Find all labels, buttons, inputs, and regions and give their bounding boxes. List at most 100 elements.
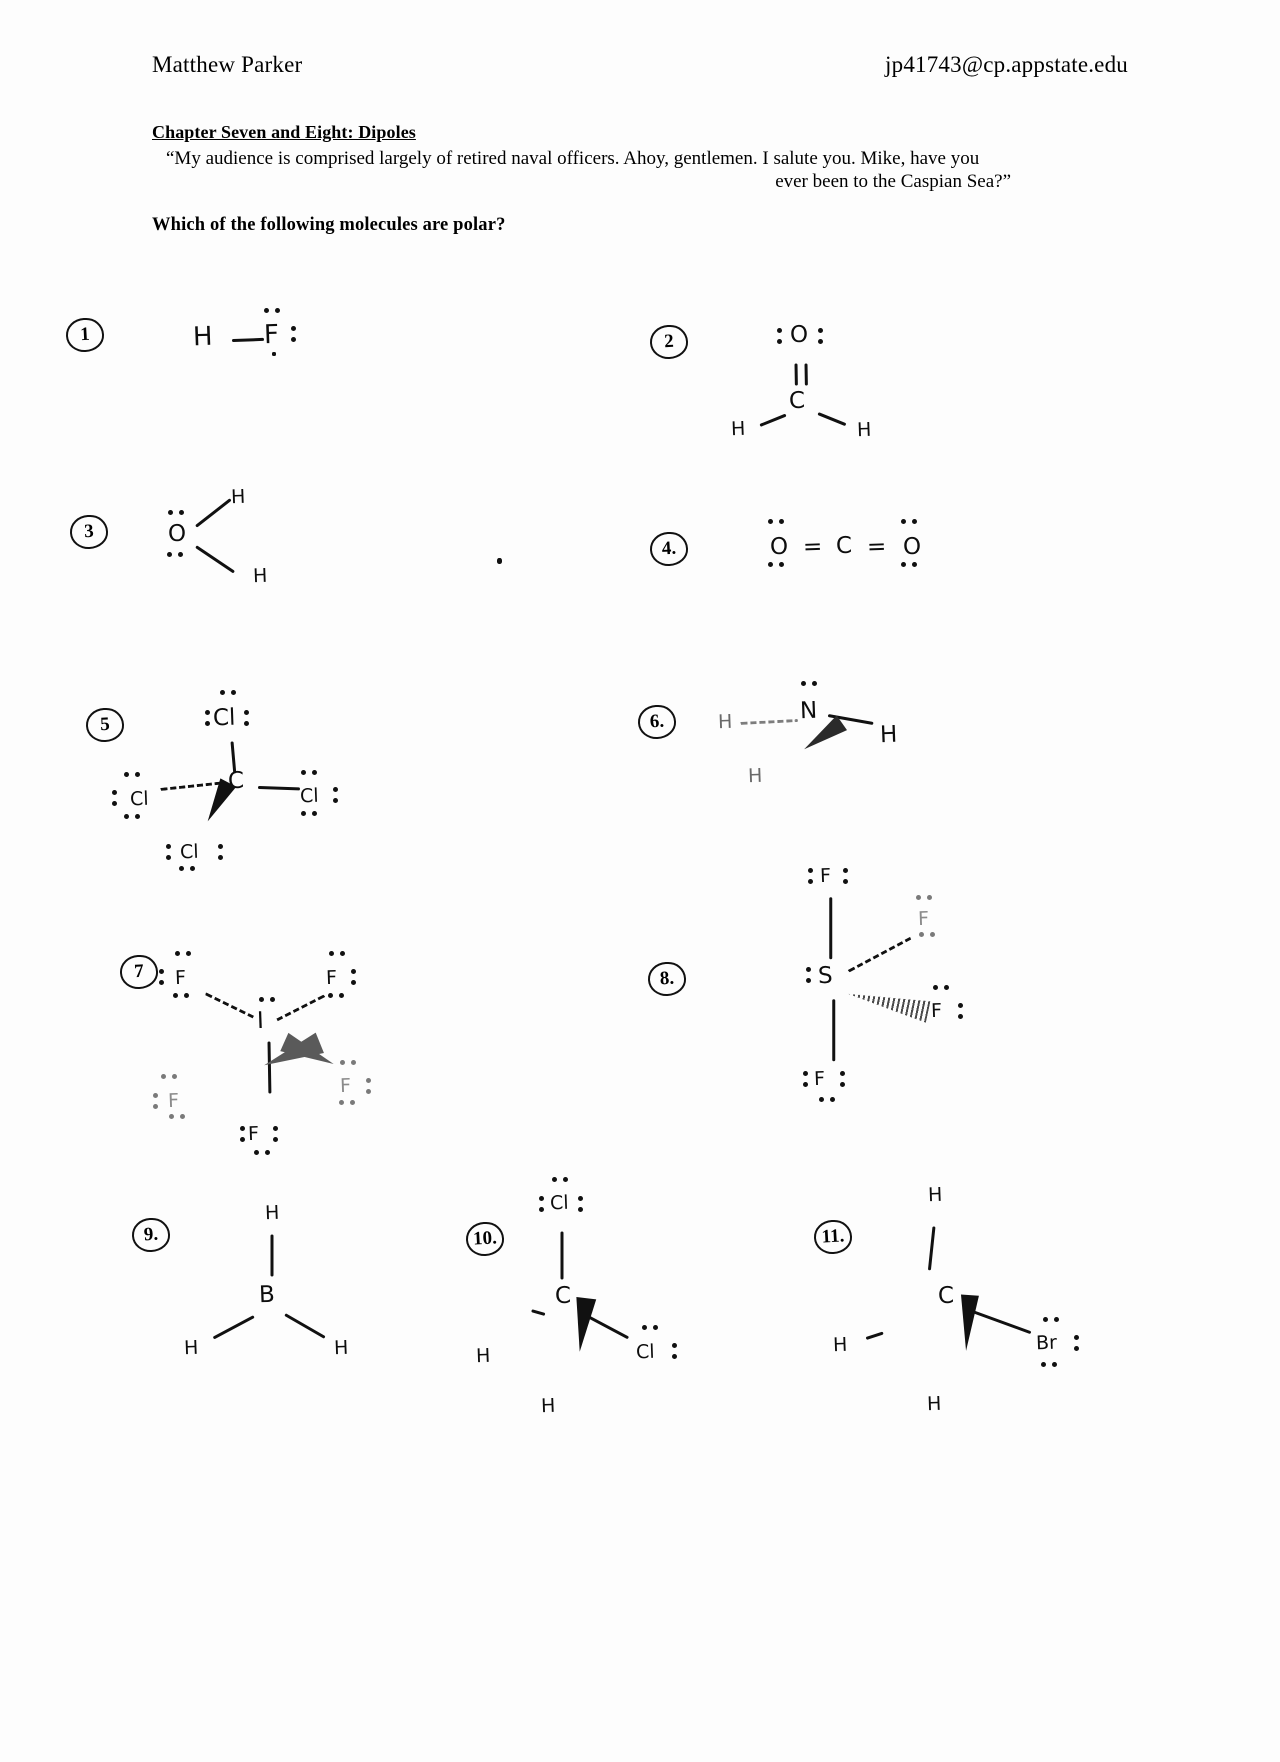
bond-b-h-top-9	[270, 1234, 274, 1277]
lone-pair-o-right-2	[818, 327, 825, 349]
lone-pair-f-ul-bottom-7	[172, 993, 194, 1000]
lone-pair-o-bottom-3	[166, 552, 188, 559]
atom-h-left-10: H	[475, 1344, 491, 1368]
bond-double-right-4: =	[866, 533, 887, 561]
bond-c-h-left-10	[531, 1309, 546, 1316]
lone-pair-f-right-right-8	[958, 1002, 965, 1024]
lone-pair-cl-left-left-5	[112, 789, 119, 811]
bond-i-f-upper-left-7	[204, 992, 256, 1019]
atom-f-bottom-7: F	[247, 1122, 260, 1146]
atom-c-2: C	[788, 387, 806, 415]
atom-h-lower-3: H	[252, 564, 268, 588]
atom-h-right-9: H	[333, 1336, 349, 1360]
atom-o-right-4: O	[902, 533, 922, 561]
problem-number-9: 9.	[131, 1217, 171, 1253]
lone-pair-o-left-top-4	[767, 519, 789, 526]
lone-pair-f-bot-left-8	[803, 1070, 810, 1092]
problem-number-11: 11.	[813, 1219, 853, 1255]
lone-pair-cl-right-right-5	[333, 786, 340, 808]
lone-pair-f-ul-left-7	[159, 968, 166, 990]
lone-pair-f-lr-right-7	[366, 1077, 373, 1099]
wedge-c-h-bottom-11	[957, 1294, 979, 1352]
quote-line-2: ever been to the Caspian Sea?”	[775, 171, 1011, 192]
atom-cl-top-10: Cl	[549, 1191, 569, 1215]
lone-pair-f-ur-bottom-7	[327, 993, 349, 1000]
bond-s-f-upper-right-8	[847, 936, 913, 973]
lone-pair-f-ur-bottom-8	[918, 932, 940, 939]
atom-f-upper-left-7: F	[174, 966, 187, 990]
lone-pair-f-bot-right-8	[840, 1070, 847, 1092]
bond-n-h-left-6	[739, 718, 798, 725]
bond-c-h-left-2	[759, 413, 787, 427]
bond-double-left-4: =	[802, 533, 823, 561]
problem-number-10: 10.	[465, 1221, 505, 1257]
problem-number-4: 4.	[649, 531, 689, 567]
chapter-title: Chapter Seven and Eight: Dipoles	[152, 122, 416, 142]
bond-o-h-upper-3	[195, 498, 232, 528]
lone-pair-f-top-left-8	[808, 867, 815, 889]
atom-o-2: O	[789, 321, 809, 349]
lone-pair-f-ll-left-7	[153, 1092, 160, 1114]
atom-h-left-11: H	[832, 1333, 848, 1357]
atom-h-left-6: H	[717, 710, 733, 734]
double-bond-b-2	[804, 363, 808, 386]
atom-cl-left-5: Cl	[129, 787, 149, 811]
lone-pair-o-top-3	[167, 510, 189, 517]
student-email: jp41743@cp.appstate.edu	[885, 52, 1128, 77]
atom-o-left-4: O	[769, 533, 789, 561]
epigraph-quote: “My audience is comprised largely of ret…	[166, 147, 1011, 193]
lone-pair-cl-right-right-10	[672, 1342, 679, 1364]
bond-c-h-top-11	[927, 1226, 936, 1271]
atom-c-4: C	[835, 532, 853, 560]
atom-f-bottom-8: F	[813, 1067, 826, 1091]
atom-h-lower-6: H	[747, 764, 763, 788]
lone-pair-cl-bottom-left-5	[166, 843, 173, 865]
atom-h-1: H	[192, 321, 214, 353]
bond-h-f-1	[231, 337, 265, 342]
atom-cl-right-10: Cl	[635, 1340, 655, 1364]
lone-pair-f-top-1	[263, 308, 285, 315]
lone-pair-o-right-bottom-4	[900, 562, 922, 569]
lone-pair-f-top-right-8	[843, 867, 850, 889]
atom-o-3: O	[167, 520, 187, 548]
atom-i-7: I	[256, 1007, 265, 1035]
lone-pair-cl-right-top-10	[641, 1325, 663, 1332]
atom-f-lower-left-7: F	[167, 1089, 180, 1113]
atom-s-8: S	[817, 962, 834, 990]
atom-h-upper-3: H	[230, 485, 246, 509]
atom-cl-bottom-5: Cl	[179, 840, 199, 864]
bond-c-h-right-2	[817, 412, 847, 427]
problem-number-3: 3	[69, 514, 109, 550]
atom-h-right-2: H	[856, 418, 872, 442]
atom-h-bottom-11: H	[926, 1392, 942, 1416]
lone-pair-f-lr-bottom-7	[338, 1100, 360, 1107]
lone-pair-s-8	[806, 966, 813, 988]
bond-b-h-right-9	[284, 1313, 326, 1339]
lone-pair-f-ll-bottom-7	[168, 1114, 190, 1121]
lone-pair-f-bottom-1	[272, 352, 276, 356]
lone-pair-f-ur-top-8	[915, 895, 937, 902]
page-header: Matthew Parker jp41743@cp.appstate.edu	[152, 52, 1128, 82]
atom-f-1: F	[263, 319, 280, 351]
lone-pair-cl-top-left-5	[205, 709, 212, 731]
atom-f-upper-right-7: F	[325, 966, 338, 990]
problem-number-5: 5	[85, 707, 125, 743]
atom-h-left-9: H	[183, 1336, 199, 1360]
bond-b-h-left-9	[212, 1315, 255, 1340]
atom-cl-right-5: Cl	[299, 784, 319, 808]
problem-number-1: 1	[65, 317, 105, 353]
lone-pair-cl-top-above-5	[219, 690, 241, 697]
lone-pair-f-bot-below-8	[818, 1097, 840, 1104]
problem-number-8: 8.	[647, 961, 687, 997]
lone-pair-cl-top-above-10	[551, 1177, 573, 1184]
lone-pair-cl-left-bottom-5	[123, 814, 145, 821]
lone-pair-cl-top-left-10	[539, 1195, 546, 1217]
atom-f-top-8: F	[819, 864, 832, 888]
lone-pair-o-right-top-4	[900, 519, 922, 526]
lone-pair-cl-top-right-10	[578, 1195, 585, 1217]
lone-pair-f-ur-right-7	[351, 968, 358, 990]
lone-pair-br-bottom-11	[1040, 1362, 1062, 1369]
problem-number-6: 6.	[637, 704, 677, 740]
lone-pair-i-7	[258, 997, 280, 1004]
bond-c-cl-right-5	[257, 786, 301, 791]
